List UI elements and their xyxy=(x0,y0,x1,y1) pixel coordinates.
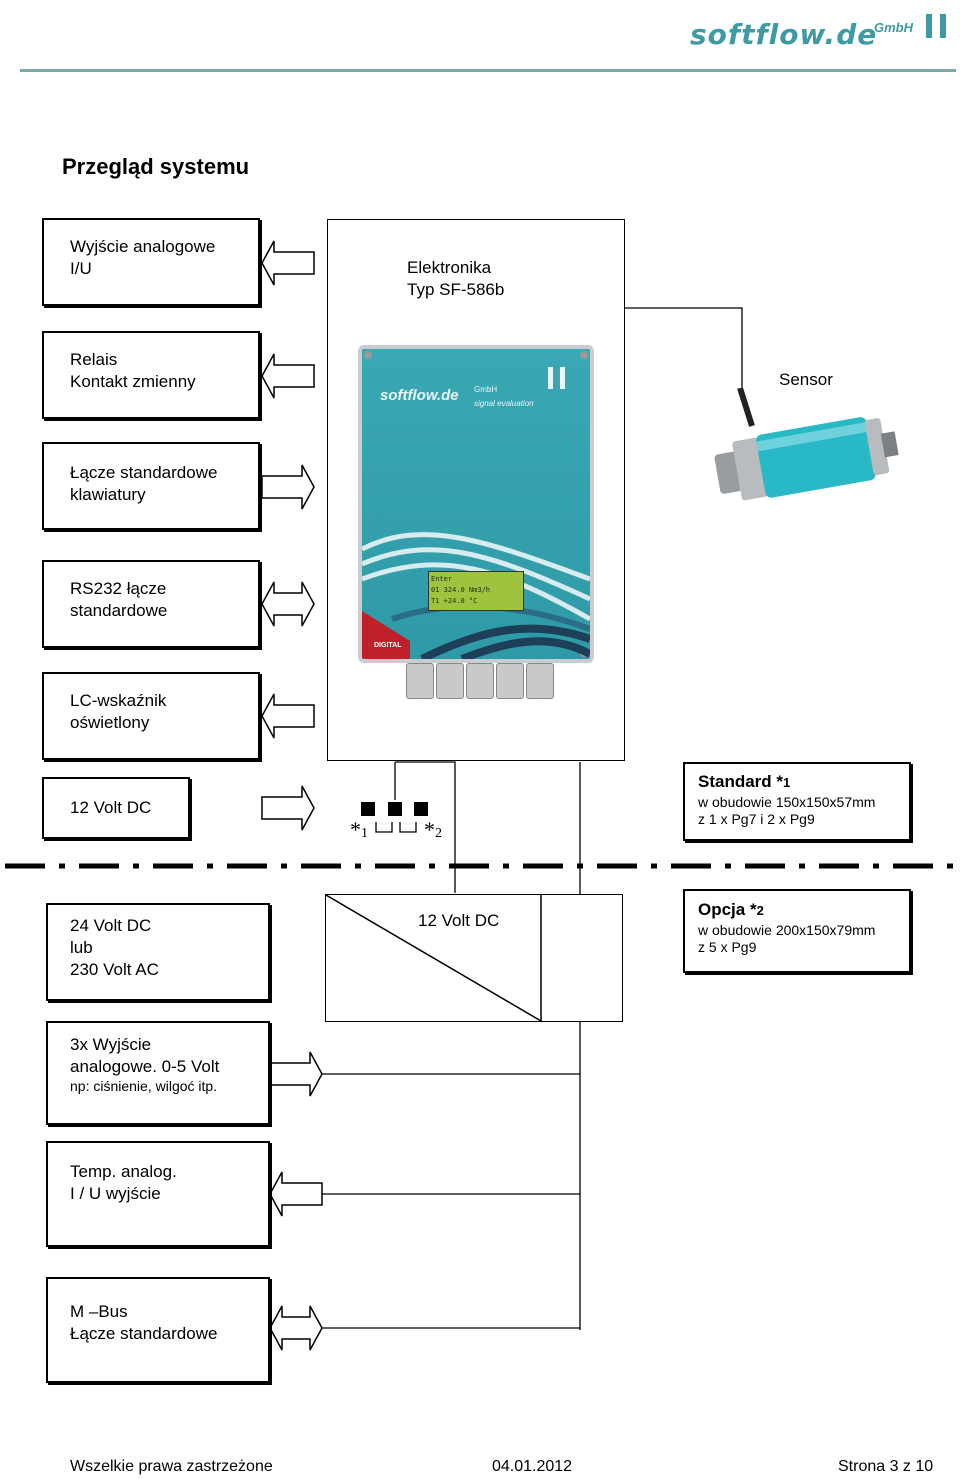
electronics-box: Elektronika Typ SF-586b softflow.de GmbH… xyxy=(327,219,625,761)
box-label: 3x Wyjście xyxy=(70,1035,152,1054)
cable-gland xyxy=(436,663,464,699)
box-label: 230 Volt AC xyxy=(70,960,159,979)
arrow-both-icon xyxy=(261,581,315,627)
arrow-left-icon xyxy=(261,693,315,739)
standard-line: w obudowie 150x150x57mm xyxy=(698,794,876,810)
keypad-box: Łącze standardowe klawiatury xyxy=(42,442,260,530)
box-label: Temp. analog. xyxy=(70,1162,177,1181)
footer-page: Strona 3 z 10 xyxy=(838,1458,934,1475)
cable-gland xyxy=(496,663,524,699)
standard-line: z 1 x Pg7 i 2 x Pg9 xyxy=(698,811,815,827)
logo-bars xyxy=(926,14,932,38)
box-note: np: ciśnienie, wilgoć itp. xyxy=(70,1078,218,1094)
sensor-image xyxy=(714,388,899,501)
mbus-box: M –Bus Łącze standardowe xyxy=(46,1277,270,1383)
standard-title: Standard *1 xyxy=(698,772,791,791)
rs232-box: RS232 łącze standardowe xyxy=(42,560,260,648)
power-box: 12 Volt DC xyxy=(42,777,190,839)
asterisk-2-index: 2 xyxy=(435,826,442,841)
temp-box: Temp. analog. I / U wyjście xyxy=(46,1141,270,1247)
cable-gland xyxy=(466,663,494,699)
connector-mark: *2 xyxy=(424,817,442,843)
box-label: Łącze standardowe xyxy=(70,1324,218,1343)
footer-date: 04.01.2012 xyxy=(492,1458,573,1475)
lcd-line: 01 324.0 Nm3/h xyxy=(431,586,491,594)
option-line: z 5 x Pg9 xyxy=(698,939,757,955)
asterisk-1-index: 1 xyxy=(361,826,368,841)
box-label: RS232 łącze xyxy=(70,579,167,598)
device-gmbh: GmbH xyxy=(474,385,498,394)
arrow-left-icon xyxy=(261,240,315,286)
relay-box: Relais Kontakt zmienny xyxy=(42,331,260,419)
converter-label: 12 Volt DC xyxy=(418,911,500,930)
sensor-label: Sensor xyxy=(779,370,833,389)
box-label: LC-wskaźnik xyxy=(70,691,167,710)
analog-output-box: 3x Wyjście analogowe. 0-5 Volt np: ciśni… xyxy=(46,1021,270,1125)
electronics-label: Elektronika xyxy=(407,258,492,277)
box-label: I/U xyxy=(70,259,92,278)
device-brand: softflow.de xyxy=(380,387,459,404)
lcd-box: LC-wskaźnik oświetlony xyxy=(42,672,260,760)
asterisk-1: * xyxy=(350,817,361,842)
box-label: lub xyxy=(70,938,93,957)
asterisk-2: * xyxy=(424,817,435,842)
box-label: 12 Volt DC xyxy=(70,798,152,817)
box-label: analogowe. 0-5 Volt xyxy=(70,1057,220,1076)
lcd-line: T1 +24.0 °C xyxy=(431,597,478,605)
lcd-display: Enter 01 324.0 Nm3/h T1 +24.0 °C xyxy=(428,571,524,611)
footer: Wszelkie prawa zastrzeżone 04.01.2012 St… xyxy=(0,1458,960,1479)
option-line: w obudowie 200x150x79mm xyxy=(698,922,876,938)
box-label: klawiatury xyxy=(70,485,146,504)
arrow-left-icon xyxy=(269,1171,323,1217)
company-logo: softflow.de GmbH xyxy=(690,14,955,58)
connector-mark: *1 xyxy=(350,817,368,843)
box-label: oświetlony xyxy=(70,713,150,732)
cable-gland xyxy=(526,663,554,699)
box-label: Łącze standardowe xyxy=(70,463,218,482)
cable-gland xyxy=(406,663,434,699)
screw-icon xyxy=(580,351,588,359)
device-image: softflow.de GmbH signal evaluation Enter… xyxy=(358,345,594,663)
arrow-right-icon xyxy=(269,1051,323,1097)
logo-text: softflow.de xyxy=(690,18,878,51)
option-box: Opcja *2 w obudowie 200x150x79mm z 5 x P… xyxy=(683,889,911,973)
converter-box: 12 Volt DC xyxy=(325,894,623,1022)
box-label: Wyjście analogowe xyxy=(70,237,216,256)
arrow-both-icon xyxy=(269,1305,323,1351)
digital-label: DIGITAL xyxy=(374,642,402,649)
screw-icon xyxy=(364,351,372,359)
box-label: Relais xyxy=(70,350,118,369)
box-label: I / U wyjście xyxy=(70,1184,161,1203)
device-subtitle: signal evaluation xyxy=(474,399,534,408)
logo-gmbh: GmbH xyxy=(874,20,913,35)
output-box: Wyjście analogowe I/U xyxy=(42,218,260,306)
page-title: Przegląd systemu xyxy=(62,154,250,179)
box-label: 24 Volt DC xyxy=(70,916,152,935)
electronics-label: Typ SF-586b xyxy=(407,280,505,299)
standard-box: Standard *1 w obudowie 150x150x57mm z 1 … xyxy=(683,762,911,841)
arrow-right-icon xyxy=(261,464,315,510)
footer-copyright: Wszelkie prawa zastrzeżone xyxy=(70,1458,273,1475)
lcd-line: Enter xyxy=(431,575,453,583)
converter-diagonal xyxy=(326,895,542,1021)
logo-bars xyxy=(940,14,946,38)
box-label: M –Bus xyxy=(70,1302,128,1321)
supply-box: 24 Volt DC lub 230 Volt AC xyxy=(46,903,270,1001)
header-rule xyxy=(20,69,956,72)
wave-decoration xyxy=(362,532,590,659)
option-title: Opcja *2 xyxy=(698,900,764,919)
arrow-left-icon xyxy=(261,353,315,399)
arrow-right-icon xyxy=(261,785,315,831)
box-label: Kontakt zmienny xyxy=(70,372,196,391)
box-label: standardowe xyxy=(70,601,168,620)
